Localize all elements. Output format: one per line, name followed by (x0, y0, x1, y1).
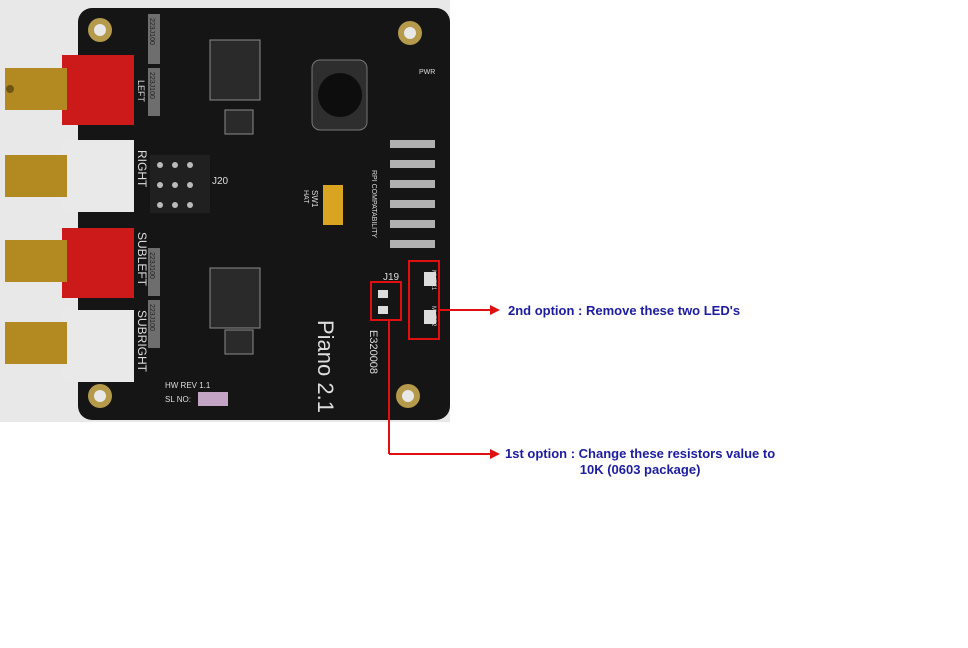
jack-label-subright: SUBRIGHT (135, 310, 149, 373)
board-photo: HW REV 1.1 SL NO: J20 J19 PWR Piano 2.1 … (0, 0, 450, 422)
cap-label-4: 223J100 (148, 304, 155, 331)
option2-note: 2nd option : Remove these two LED's (508, 303, 741, 318)
rca-jacks (5, 55, 134, 382)
board-name: Piano 2.1 (313, 320, 338, 413)
option1-line2: 10K (0603 package) (579, 462, 701, 477)
cap-label-3: 223J100 (148, 252, 155, 279)
cap-label-1: 223J100 (148, 18, 155, 45)
j19-label: J19 (383, 272, 400, 283)
option1-line1: 1st option : Change these resistors valu… (505, 446, 776, 461)
mounting-holes (88, 18, 422, 408)
jack-label-right: RIGHT (135, 150, 149, 188)
sw1-label: SW1 (310, 190, 319, 208)
pcb-illustration: HW REV 1.1 SL NO: J20 J19 PWR Piano 2.1 … (5, 8, 450, 420)
pwr-label: PWR (419, 69, 435, 76)
arrow-head-option1 (490, 449, 500, 459)
option1-note: 1st option : Change these resistors valu… (505, 446, 775, 478)
cap-label-2: 223J100 (148, 72, 155, 99)
sl-no-label: SL NO: (165, 395, 191, 404)
compat-label: RPI COMPATABILITY (370, 170, 377, 238)
arrow-head-option2 (490, 305, 500, 315)
jack-label-subleft: SUBLEFT (135, 232, 149, 287)
hw-rev-label: HW REV 1.1 (165, 381, 211, 390)
jack-label-left: LEFT (136, 80, 146, 103)
j20-label: J20 (212, 176, 229, 187)
hat-label: HAT (302, 190, 309, 204)
cert-label: E320008 (367, 330, 379, 374)
mute1-label: MUTE1 (430, 270, 436, 291)
mute2-label: MUTE2 (430, 306, 436, 327)
